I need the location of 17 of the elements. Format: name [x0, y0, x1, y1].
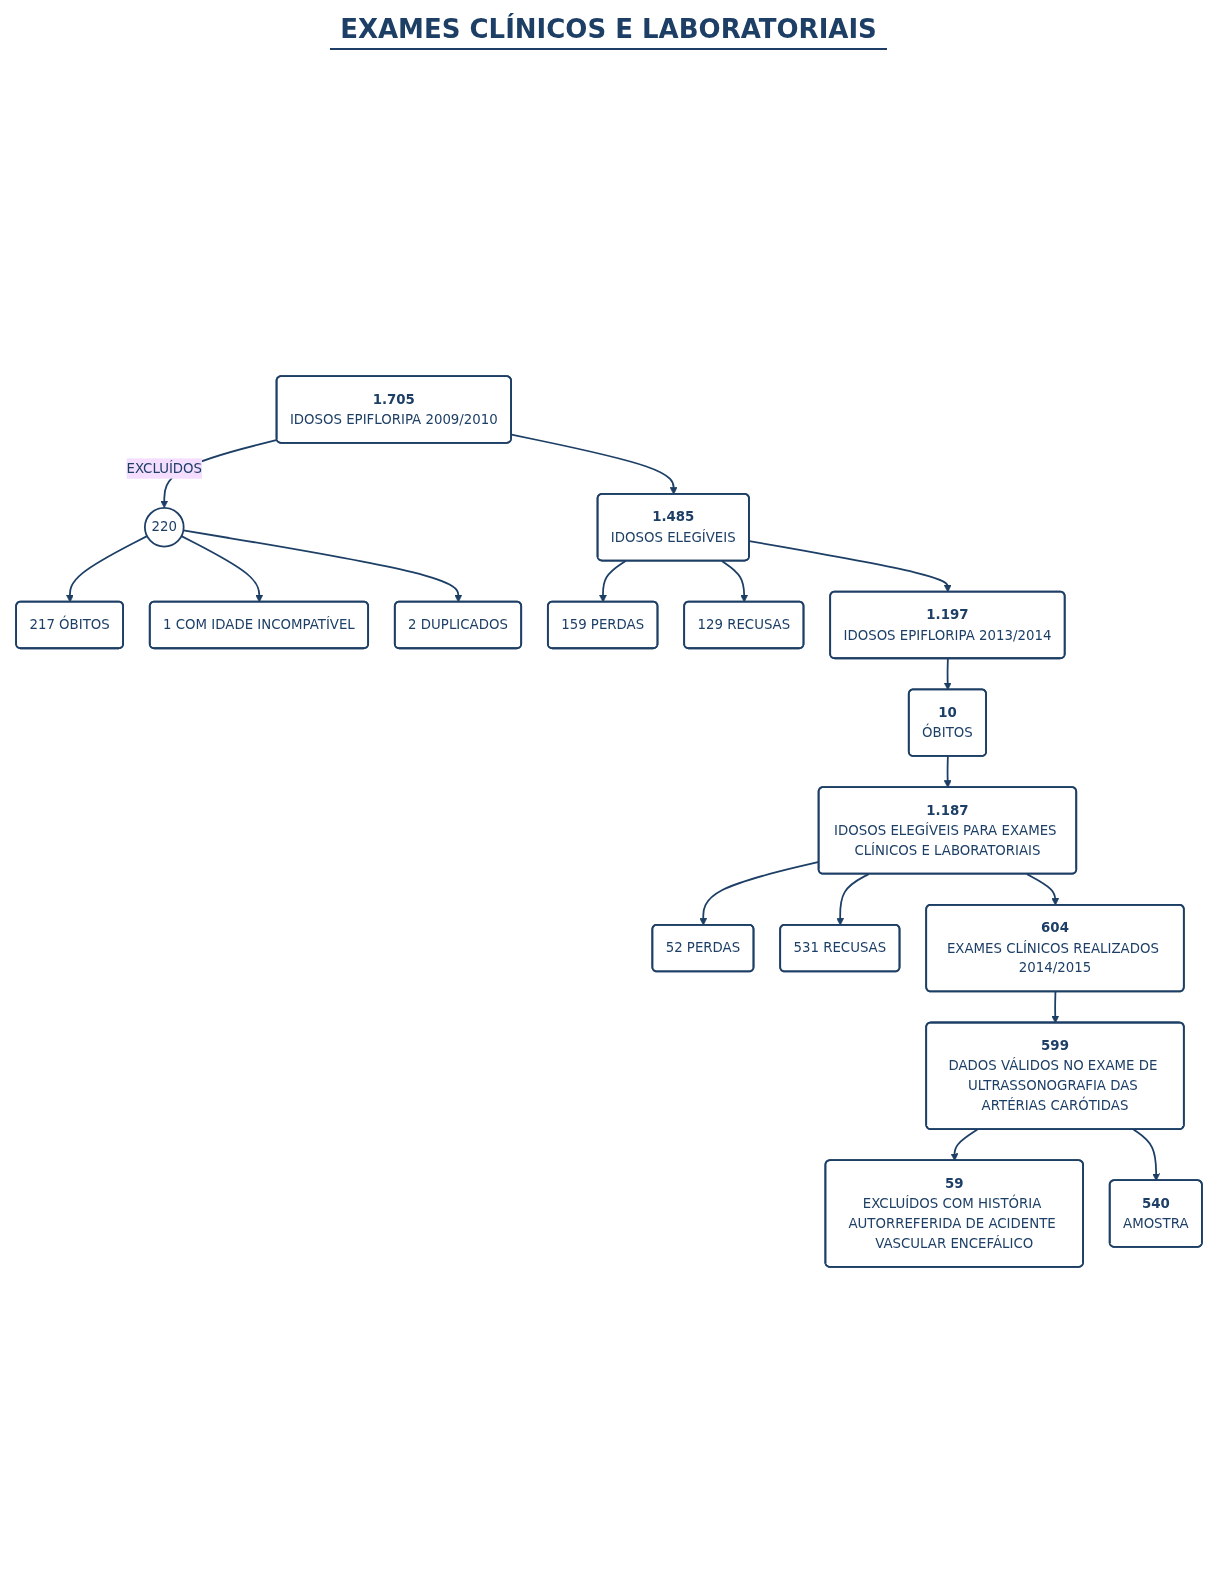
arrow: [1132, 1128, 1160, 1181]
arrow: [180, 535, 263, 603]
node-circle: 220: [143, 506, 185, 548]
arrow: [182, 529, 462, 603]
arrow: [1025, 873, 1059, 906]
arrow: [720, 560, 748, 603]
section-heading: EXAMES CLÍNICOS E LABORATORIAIS: [330, 14, 887, 50]
arrow: [598, 560, 626, 603]
arrow: [943, 755, 952, 788]
edge-label: EXCLUÍDOS: [126, 460, 202, 477]
arrow: [748, 540, 952, 593]
arrow: [835, 873, 870, 926]
arrow: [65, 535, 148, 603]
arrow: [943, 657, 952, 691]
arrow: [950, 1128, 978, 1161]
arrow: [1050, 990, 1059, 1024]
arrow: [510, 433, 677, 495]
